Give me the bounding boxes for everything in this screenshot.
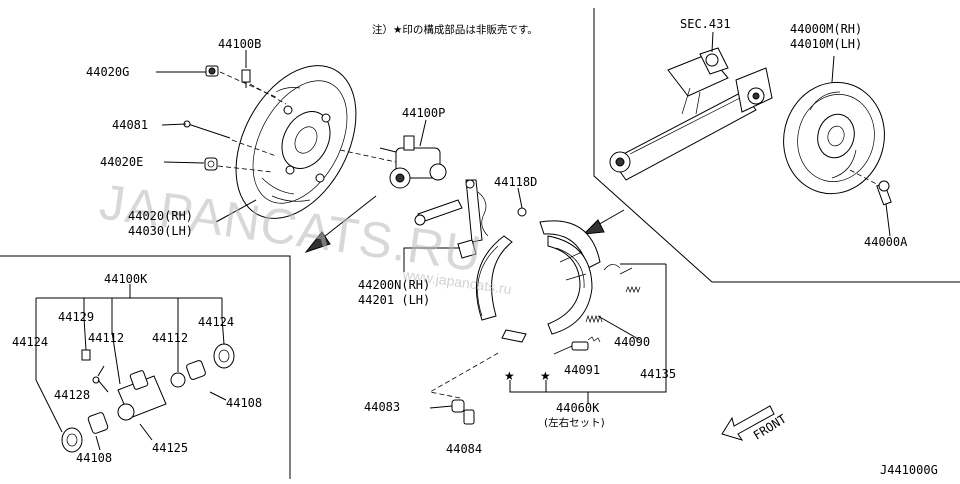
shoe-hold-parts — [428, 351, 501, 425]
cylinder-kit-exploded — [35, 284, 235, 453]
parking-lever — [414, 179, 527, 259]
label-44135: 44135 — [640, 367, 676, 381]
label-44020: 44020(RH) — [128, 209, 193, 223]
label-44100P: 44100P — [402, 106, 445, 120]
backing-plate-fittings — [183, 65, 287, 173]
springs — [553, 264, 641, 355]
label-44100K: 44100K — [104, 272, 148, 286]
label-44060K-sub: (左右セット) — [544, 416, 605, 429]
note-text: 注）★印の構成部品は非販売です。 — [372, 23, 538, 36]
label-44010M: 44010M(LH) — [790, 37, 862, 51]
label-44108-right: 44108 — [226, 396, 262, 410]
label-44030: 44030(LH) — [128, 224, 193, 238]
label-44091: 44091 — [564, 363, 600, 377]
front-arrow — [721, 405, 775, 441]
lever-bracket — [403, 247, 460, 272]
label-44081: 44081 — [112, 118, 148, 132]
label-44084: 44084 — [446, 442, 482, 456]
diagram-code: J441000G — [880, 463, 938, 477]
section-lines — [0, 8, 960, 479]
brake-shoes — [475, 220, 601, 343]
wheel-cylinder — [339, 135, 447, 189]
backing-plate — [235, 65, 357, 219]
label-44020E: 44020E — [100, 155, 143, 169]
label-44125: 44125 — [152, 441, 188, 455]
label-44200N: 44200N(RH) — [358, 278, 430, 292]
star-mark-2: ★ — [540, 369, 551, 383]
label-44118D: 44118D — [494, 175, 537, 189]
leader-lines — [156, 31, 891, 237]
brake-drum-assembly — [783, 81, 892, 206]
label-44201: 44201 (LH) — [358, 293, 430, 307]
label-44000A: 44000A — [864, 235, 908, 249]
label-44112-left: 44112 — [88, 331, 124, 345]
shoe-kit-bracket — [509, 263, 667, 404]
label-44108-left: 44108 — [76, 451, 112, 465]
label-44112-right: 44112 — [152, 331, 188, 345]
label-44020G: 44020G — [86, 65, 129, 79]
rear-axle — [609, 47, 773, 181]
direction-arrows — [304, 195, 625, 254]
label-44128: 44128 — [54, 388, 90, 402]
label-44060K: 44060K — [556, 401, 600, 415]
label-44129: 44129 — [58, 310, 94, 324]
label-44090: 44090 — [614, 335, 650, 349]
label-44124-left: 44124 — [12, 335, 48, 349]
label-44100B: 44100B — [218, 37, 261, 51]
star-mark-1: ★ — [504, 369, 515, 383]
label-44000M: 44000M(RH) — [790, 22, 862, 36]
label-44124-right: 44124 — [198, 315, 234, 329]
label-44083: 44083 — [364, 400, 400, 414]
label-sec431: SEC.431 — [680, 17, 731, 31]
